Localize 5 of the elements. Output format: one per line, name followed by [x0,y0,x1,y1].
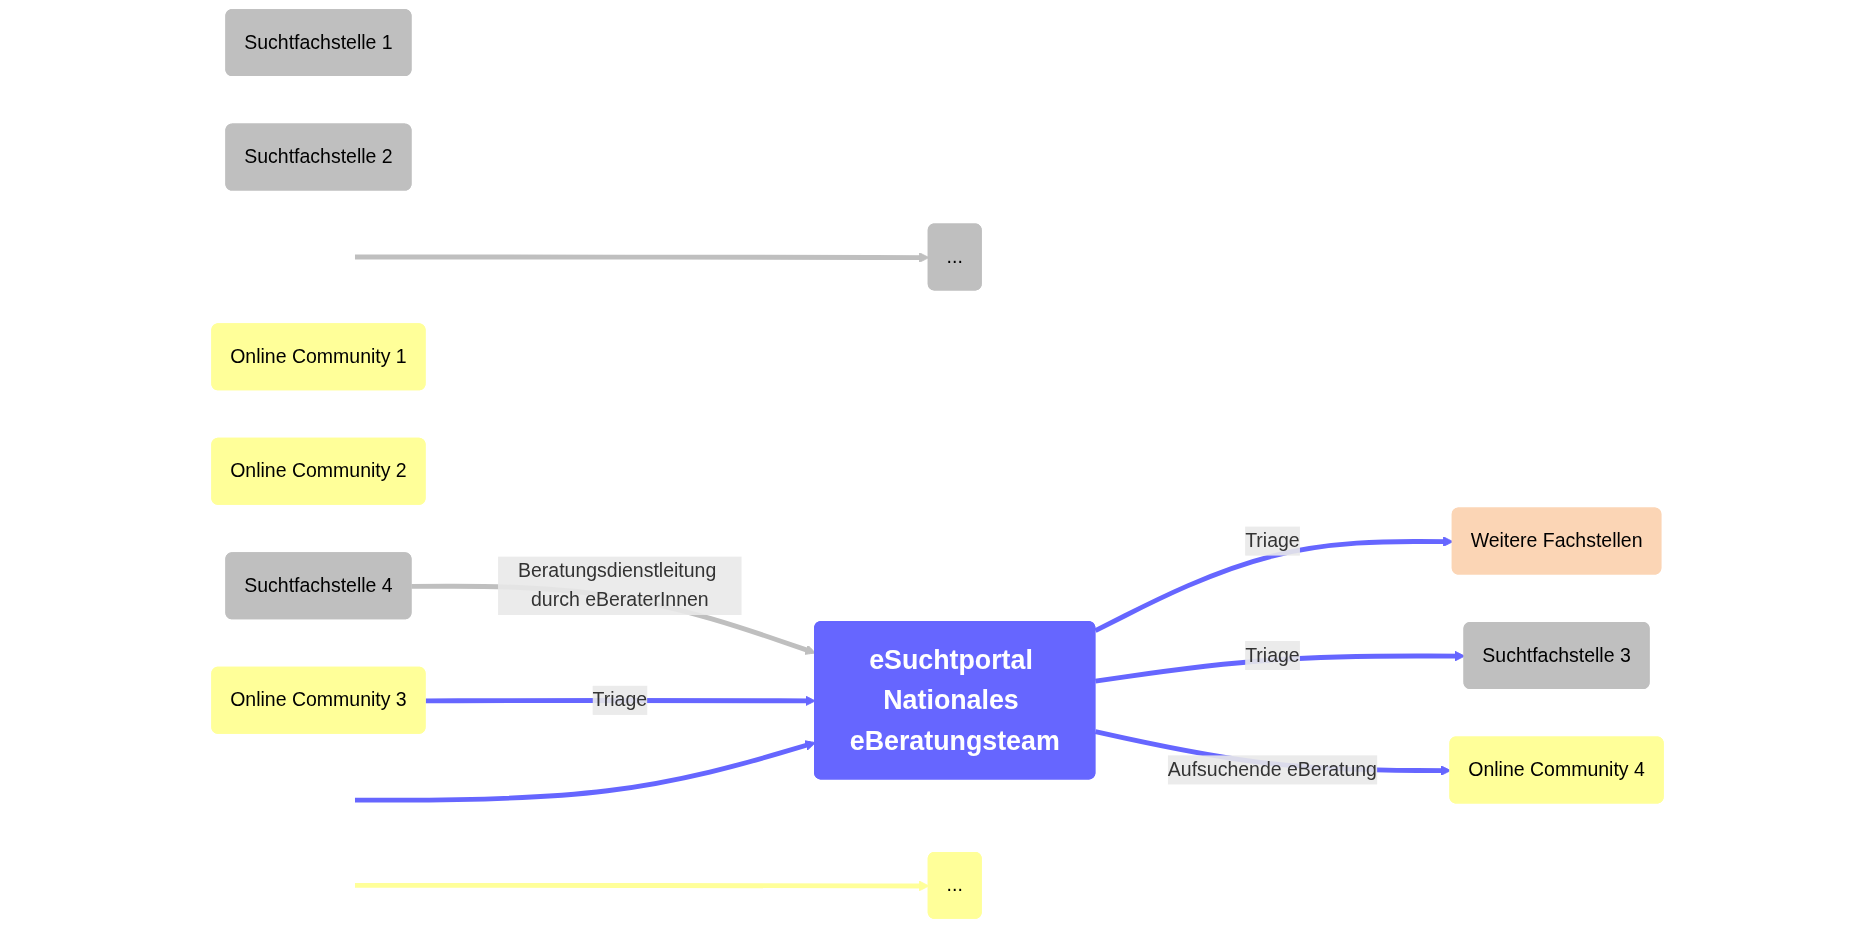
edge-label: Triage [1245,530,1300,551]
edge-label: Aufsuchende eBeratung [1167,759,1377,780]
edge-label: Triage [1245,644,1300,666]
edge-label: Triage [592,689,648,711]
edge-label: Beratungsdienstleitung durch eBeraterInnen [517,560,717,611]
